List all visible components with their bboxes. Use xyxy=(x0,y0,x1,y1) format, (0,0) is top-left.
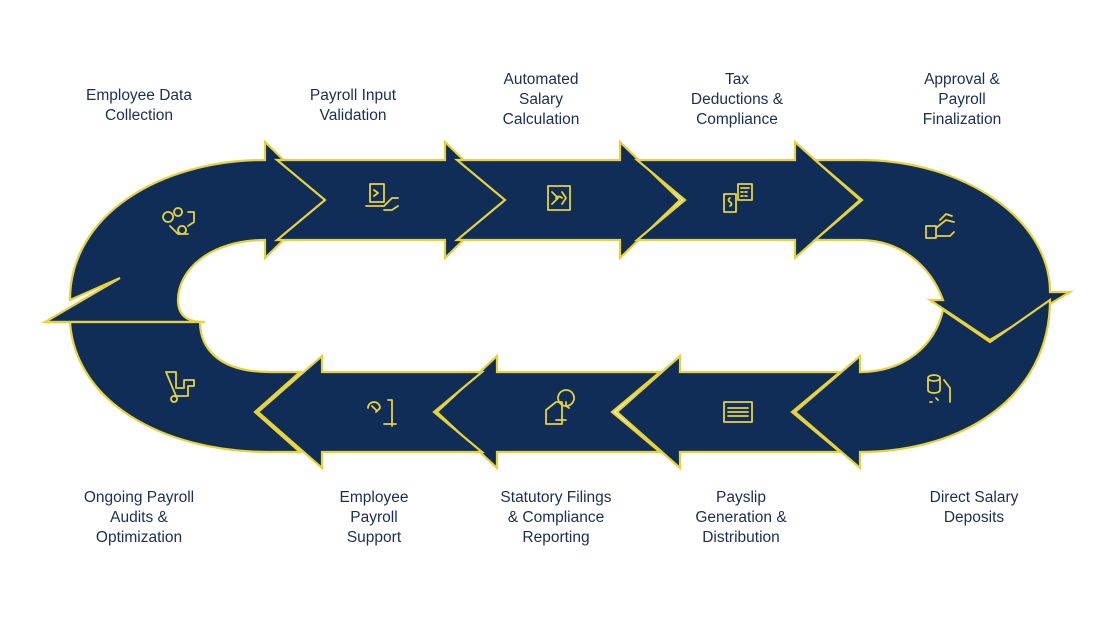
checklist-hand-icon xyxy=(365,183,399,211)
filing-clock-icon xyxy=(545,389,575,425)
step-label-2: Payroll Input Validation xyxy=(309,87,397,124)
step-label-10: Ongoing Payroll Audits & Optimization xyxy=(83,489,195,546)
arrow-step-9 xyxy=(256,353,486,471)
arrow-step-3 xyxy=(453,139,682,261)
step-label-6: Direct Salary Deposits xyxy=(929,489,1019,526)
step-label-7: Payslip Generation & Distribution xyxy=(695,489,787,546)
tax-calculator-icon xyxy=(723,183,753,213)
step-label-3: Automated Salary Calculation xyxy=(502,71,580,128)
support-icon xyxy=(367,399,397,427)
audit-pipe-icon xyxy=(165,371,195,403)
step-label-1: Employee Data Collection xyxy=(86,87,192,124)
step-label-8: Statutory Filings & Compliance Reporting xyxy=(500,489,612,546)
money-calc-icon xyxy=(547,185,571,211)
step-label-9: Employee Payroll Support xyxy=(339,489,409,546)
step-label-4: Tax Deductions & Compliance xyxy=(690,71,784,128)
step-label-5: Approval & Payroll Finalization xyxy=(922,71,1002,128)
arrow-step-6 xyxy=(793,297,1052,471)
people-icon xyxy=(162,207,195,235)
arrow-step-5 xyxy=(812,158,1074,342)
arrow-step-8 xyxy=(435,353,664,471)
payslip-icon xyxy=(723,401,753,423)
coins-hand-icon xyxy=(927,374,951,403)
approval-hand-icon xyxy=(925,213,955,239)
